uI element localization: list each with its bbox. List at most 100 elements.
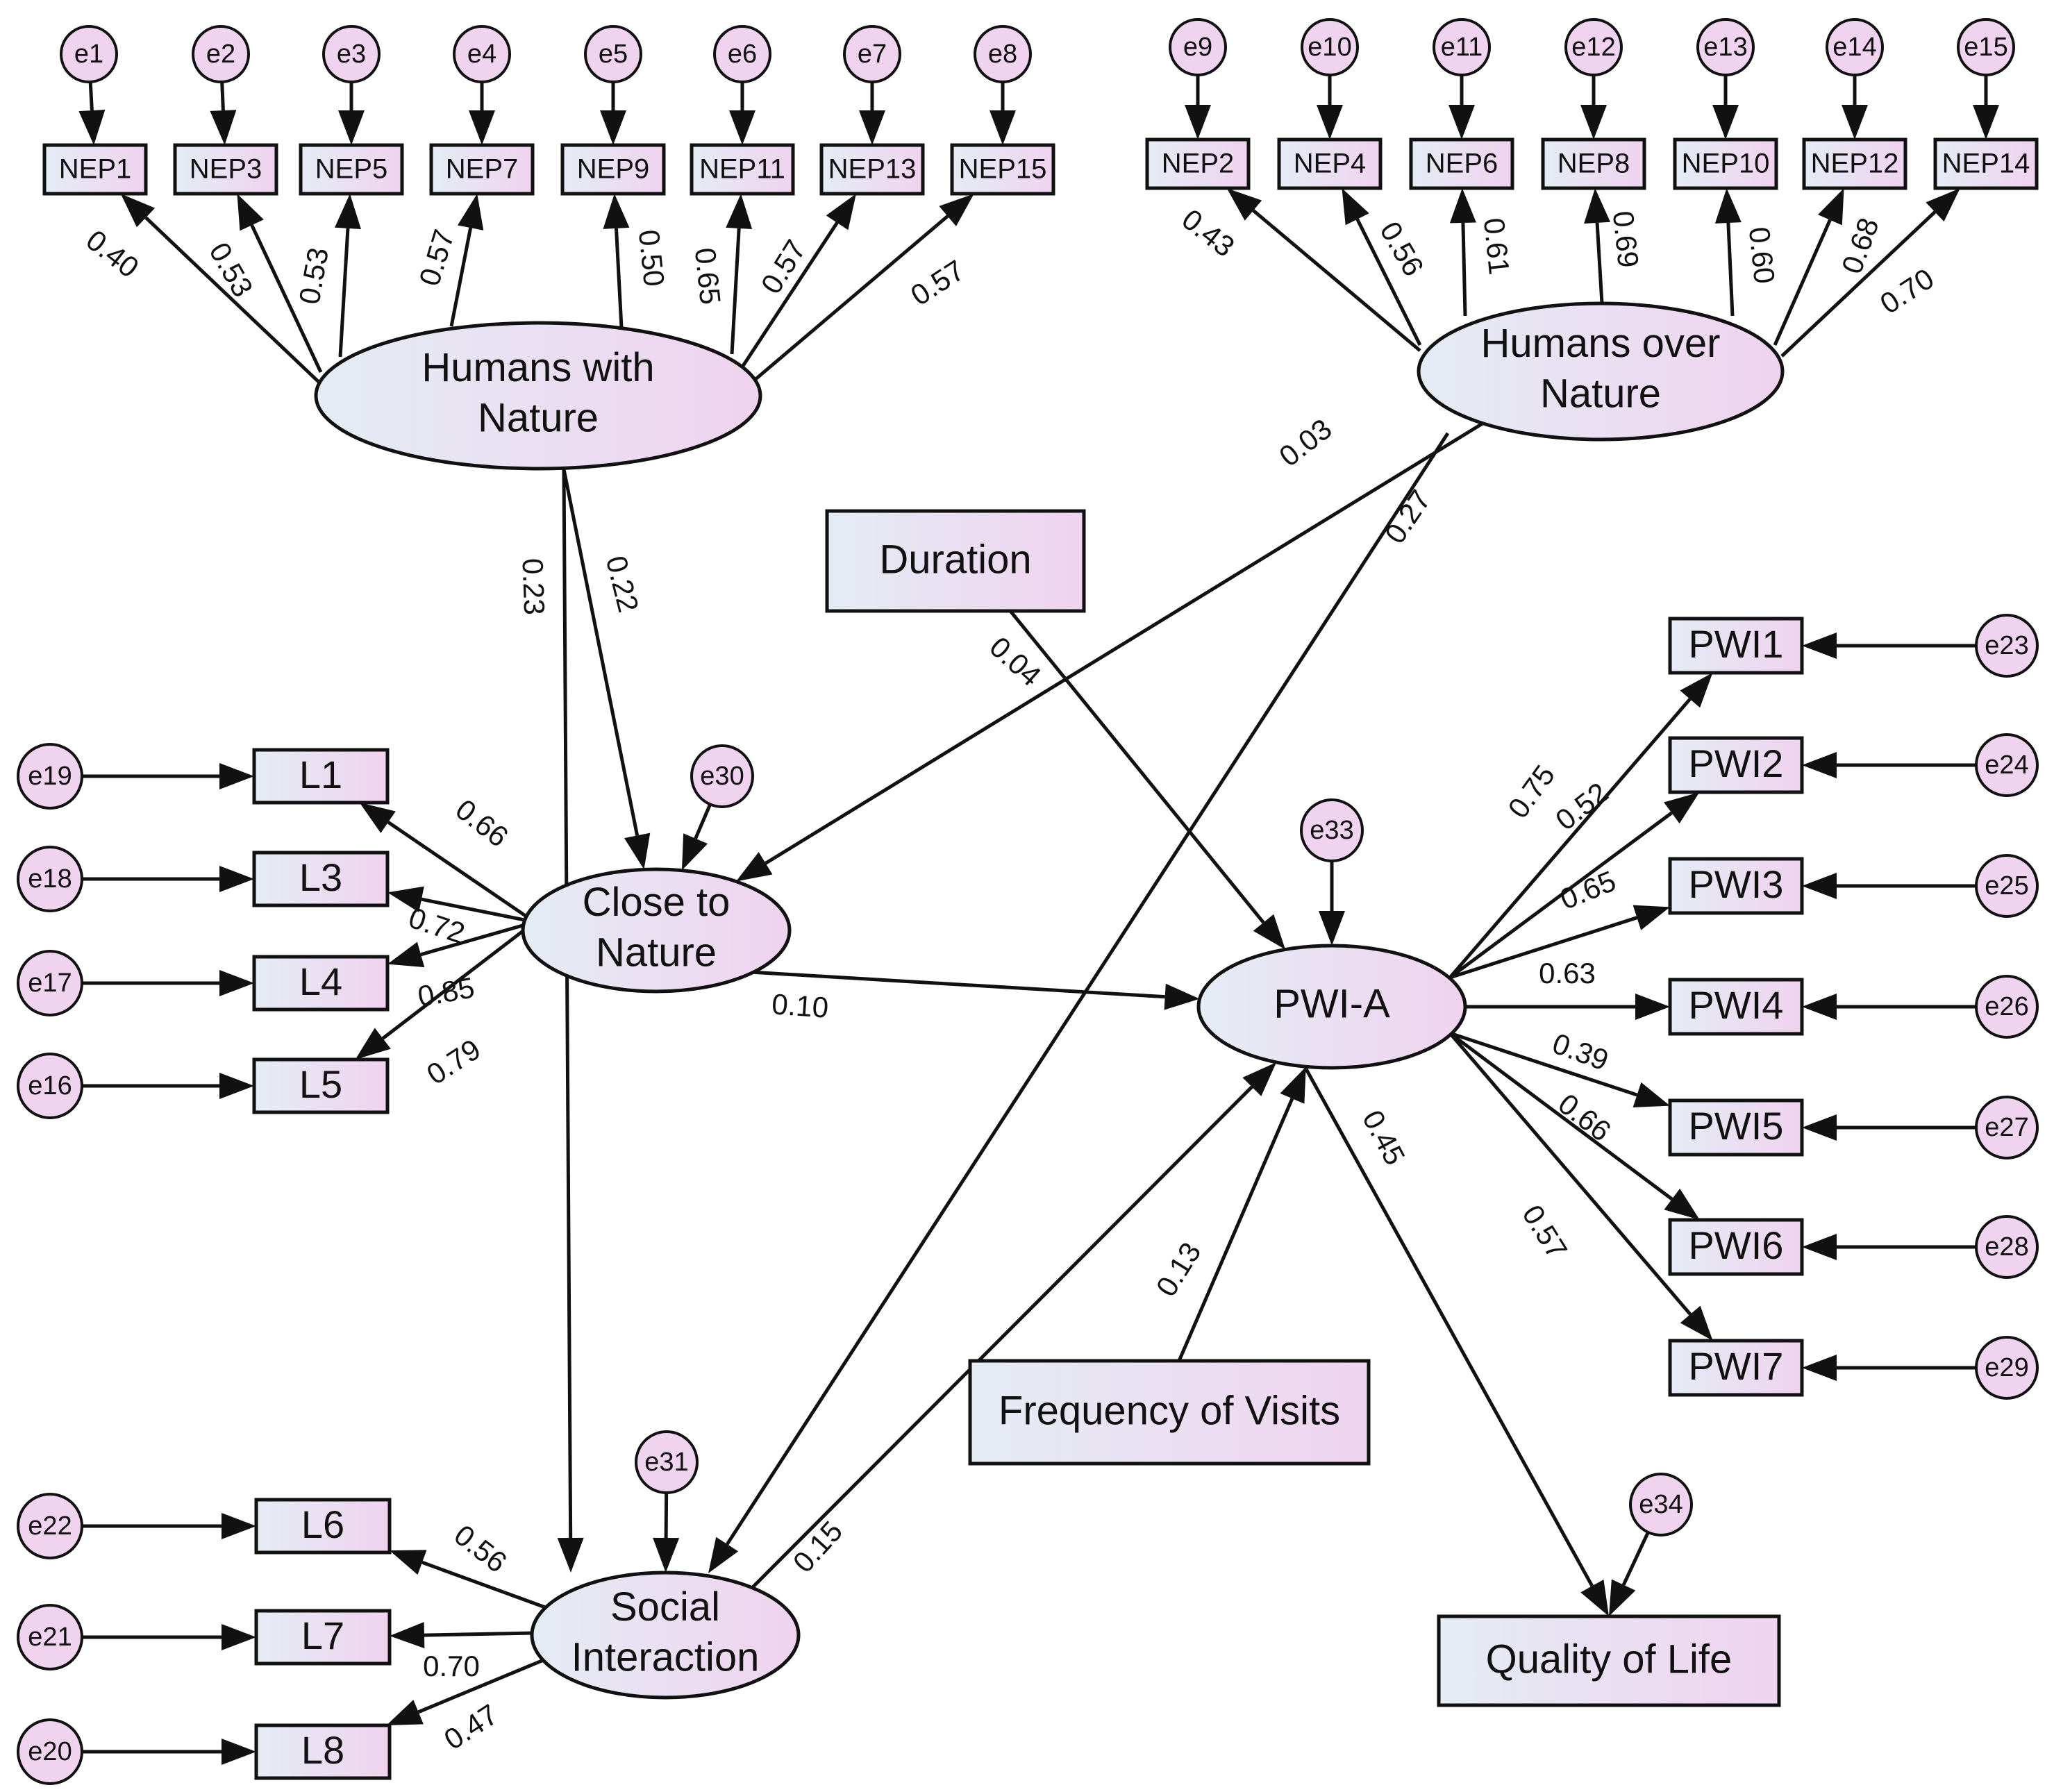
e30-to-ctn-line xyxy=(694,803,712,839)
error-label: e19 xyxy=(28,762,72,791)
error-circle xyxy=(1957,18,2015,76)
observed-label: L6 xyxy=(301,1502,344,1546)
path-ctn-pwia-label: 0.10 xyxy=(771,987,830,1024)
e1-to-nep1-line xyxy=(88,81,94,111)
path-hwn-ctn-line xyxy=(562,469,640,836)
e24-to-pwi2-arrowhead xyxy=(1802,752,1837,778)
ctn-to-l1-line xyxy=(387,821,536,924)
e29-to-pwi7-arrowhead xyxy=(1802,1355,1837,1381)
latent-label: Close to xyxy=(583,880,730,925)
observed-box xyxy=(1668,1339,1804,1397)
error-label: e23 xyxy=(1985,631,2028,660)
loading-hon-nep6: 0.61 xyxy=(1478,217,1516,276)
observed-label: L3 xyxy=(299,855,342,899)
observed-box xyxy=(252,748,390,805)
pwia-to-pwi6-line xyxy=(1448,1031,1673,1201)
si-to-l7-line xyxy=(424,1631,534,1637)
error-label: e31 xyxy=(644,1448,688,1477)
error-e16: e16 xyxy=(17,1053,83,1119)
hon-to-nep12-arrowhead xyxy=(1818,188,1844,226)
loading-hon-nep2: 0.43 xyxy=(1176,203,1240,263)
latent-ellipse xyxy=(1417,301,1785,442)
observed-box xyxy=(252,955,390,1012)
hon-to-nep4-arrowhead xyxy=(1342,188,1369,226)
error-e20: e20 xyxy=(17,1718,83,1785)
error-circle xyxy=(1301,18,1359,76)
error-circle xyxy=(322,25,381,83)
latent-ellipse xyxy=(1196,944,1467,1070)
e21-to-l7-arrowhead xyxy=(222,1624,256,1650)
hwn-to-nep13-arrowhead xyxy=(826,194,856,231)
e34-to-qol-arrowhead xyxy=(1609,1579,1636,1616)
e15-to-nep14-arrowhead xyxy=(1973,105,1999,140)
hwn-to-nep3-line xyxy=(250,224,323,374)
observed-pwi4: PWI4 xyxy=(1668,978,1804,1036)
observed-label: PWI2 xyxy=(1689,742,1784,785)
observed-nep8: NEP8 xyxy=(1541,137,1646,190)
path-ctn-pwia-arrowhead xyxy=(1164,983,1200,1010)
error-label: e20 xyxy=(28,1737,72,1766)
hon-to-nep12-line xyxy=(1773,219,1832,346)
pwia-to-pwi7-arrowhead xyxy=(1680,1305,1713,1341)
pwia-to-pwi7-line xyxy=(1448,1032,1692,1316)
error-circle xyxy=(1975,854,2039,918)
error-e24: e24 xyxy=(1975,733,2039,797)
e19-to-l1-arrowhead xyxy=(219,763,254,789)
path-hwn-ctn-arrowhead xyxy=(624,832,651,870)
observed-nep15: NEP15 xyxy=(950,143,1055,196)
e27-to-pwi5-arrowhead xyxy=(1802,1114,1837,1141)
error-e5: e5 xyxy=(584,25,642,83)
path-hwn-si-label: 0.23 xyxy=(516,558,551,615)
error-e10: e10 xyxy=(1301,18,1359,76)
hwn-to-nep15-line xyxy=(749,215,949,385)
error-label: e33 xyxy=(1310,816,1353,845)
hon-to-nep10-arrowhead xyxy=(1714,188,1742,224)
path-hwn-si-arrowhead xyxy=(557,1537,584,1573)
error-e12: e12 xyxy=(1564,18,1623,76)
error-label: e3 xyxy=(337,40,366,69)
hon-to-nep6-line xyxy=(1461,222,1467,317)
error-e26: e26 xyxy=(1975,975,2039,1039)
e3-to-nep5-arrowhead xyxy=(338,110,365,145)
observed-nep9: NEP9 xyxy=(560,143,666,196)
observed-box xyxy=(1668,617,1804,675)
error-e6: e6 xyxy=(713,25,771,83)
error-label: e22 xyxy=(28,1512,72,1541)
observed-label: NEP2 xyxy=(1162,149,1235,179)
error-circle xyxy=(1975,1336,2039,1400)
observed-box xyxy=(1802,137,1907,190)
error-label: e15 xyxy=(1964,33,2007,62)
observed-label: NEP1 xyxy=(59,154,132,185)
hwn-to-nep11-arrowhead xyxy=(726,194,753,229)
observed-box xyxy=(299,143,404,196)
observed-label: NEP6 xyxy=(1426,149,1498,179)
observed-pwi1: PWI1 xyxy=(1668,617,1804,675)
error-e8: e8 xyxy=(974,25,1032,83)
observed-label: NEP14 xyxy=(1942,149,2030,179)
error-label: e8 xyxy=(988,40,1017,69)
observed-box xyxy=(560,143,666,196)
observed-duration: Duration xyxy=(825,509,1086,613)
loading-si-l6: 0.56 xyxy=(448,1518,512,1579)
error-label: e27 xyxy=(1985,1113,2028,1142)
e9-to-nep2-arrowhead xyxy=(1185,105,1211,140)
loading-ctn-l4: 0.85 xyxy=(415,971,477,1012)
hon-to-nep2-line xyxy=(1252,209,1421,352)
error-label: e26 xyxy=(1985,992,2028,1021)
error-e33: e33 xyxy=(1300,798,1364,862)
loading-hon-nep14: 0.70 xyxy=(1874,262,1939,320)
pwia-to-pwi6-arrowhead xyxy=(1664,1188,1700,1220)
error-circle xyxy=(17,1718,83,1785)
path-si-pwia-arrowhead xyxy=(1242,1062,1277,1096)
ctn-to-l4-arrowhead xyxy=(387,941,425,968)
error-e11: e11 xyxy=(1433,18,1491,76)
path-pwia-qol-line xyxy=(1303,1066,1594,1587)
loading-ctn-l5: 0.79 xyxy=(421,1032,486,1091)
observed-qol: Quality of Life xyxy=(1437,1614,1781,1707)
e25-to-pwi3-arrowhead xyxy=(1802,873,1837,899)
loading-pwia-pwi3: 0.65 xyxy=(1555,864,1620,916)
observed-label: PWI6 xyxy=(1689,1223,1784,1267)
